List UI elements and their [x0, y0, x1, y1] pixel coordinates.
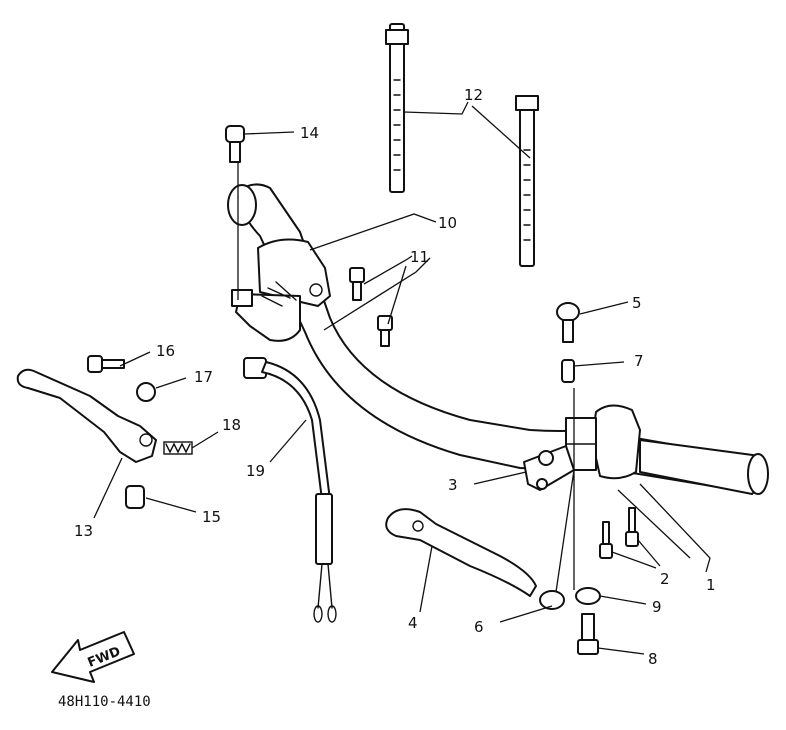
callout-3: 3 [448, 476, 458, 494]
callout-14: 14 [300, 124, 319, 142]
lever-holder [523, 445, 575, 491]
callout-5: 5 [632, 294, 642, 312]
drawing-code: 48H110-4410 [58, 694, 151, 710]
callout-2: 2 [660, 570, 670, 588]
callout-4: 4 [408, 614, 418, 632]
fwd-arrow: FWD [51, 631, 135, 683]
callout-7: 7 [634, 352, 644, 370]
callout-1: 1 [706, 576, 716, 594]
leader-lines [93, 101, 711, 655]
callout-17: 17 [194, 368, 213, 386]
callout-18: 18 [222, 416, 241, 434]
clutch-switch-cable [243, 357, 337, 623]
cable-ties [385, 23, 539, 267]
right-lever [385, 508, 537, 597]
handlebar [227, 183, 769, 495]
callout-11: 11 [410, 248, 429, 266]
callout-9: 9 [652, 598, 662, 616]
callout-numbers: 1 2 3 4 5 6 7 8 9 10 11 12 13 14 15 16 1… [74, 86, 716, 668]
hardware [87, 125, 639, 655]
callout-10: 10 [438, 214, 457, 232]
callout-13: 13 [74, 522, 93, 540]
callout-8: 8 [648, 650, 658, 668]
callout-12: 12 [464, 86, 483, 104]
left-lever [16, 368, 157, 463]
callout-6: 6 [474, 618, 484, 636]
callout-19: 19 [246, 462, 265, 480]
callout-15: 15 [202, 508, 221, 526]
left-switch-housing [231, 238, 331, 342]
right-switch-housing [565, 404, 641, 480]
callout-16: 16 [156, 342, 175, 360]
